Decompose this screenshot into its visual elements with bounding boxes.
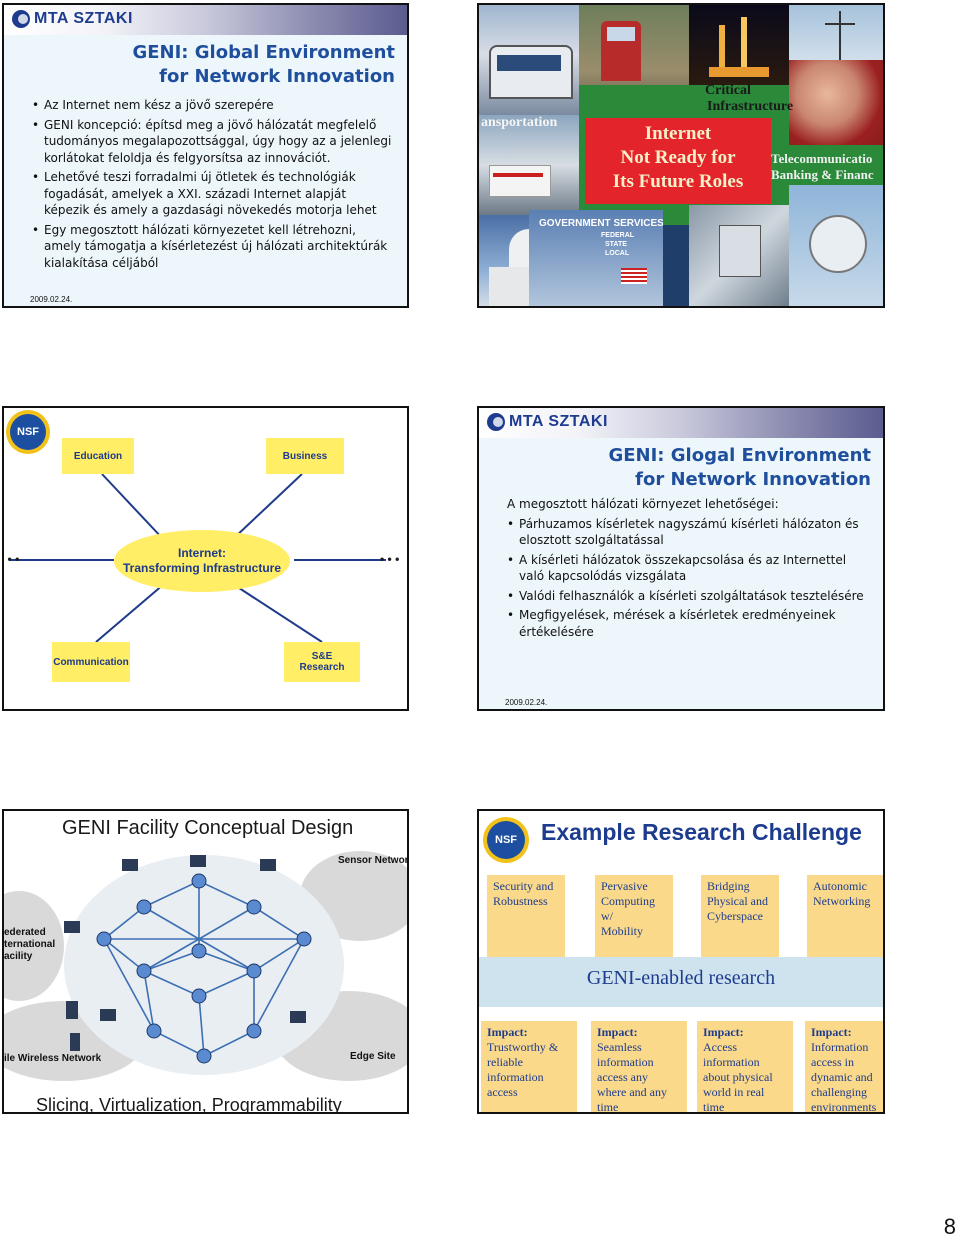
- slide-body: Az Internet nem kész a jövő szerepére GE…: [32, 97, 393, 274]
- satellite-dish-photo: [789, 185, 883, 306]
- refinery-night-photo: [689, 5, 789, 85]
- label-transportation: ansportation: [481, 115, 558, 130]
- connector-lines: [10, 473, 386, 643]
- us-flag-icon: [621, 268, 647, 284]
- label-banking: Banking & Financ: [771, 167, 874, 182]
- challenge-security: Security and Robustness: [487, 875, 565, 957]
- ambulance-photo: [479, 115, 579, 215]
- impact-bridging: Impact: Access information about physica…: [697, 1021, 793, 1112]
- challenge-autonomic: Autonomic Networking: [807, 875, 883, 957]
- slide-geni-facility: GENI Facility Conceptual Design: [2, 809, 409, 1114]
- bullet-item: A kísérleti hálózatok összekapcsolása és…: [507, 552, 869, 585]
- page-number: 8: [943, 1214, 956, 1239]
- facility-title: GENI Facility Conceptual Design: [62, 817, 354, 839]
- sztaki-emblem-icon: [12, 10, 30, 28]
- challenge-bridging: Bridging Physical and Cyberspace: [701, 875, 779, 957]
- impact-security: Impact: Trustworthy & reliable informati…: [481, 1021, 577, 1112]
- nsf-logo: NSF: [487, 821, 525, 859]
- node-business: Business: [266, 438, 344, 474]
- label-infrastructure: Infrastructure: [707, 99, 794, 114]
- label-telecommunications: Telecommunicatio: [771, 151, 873, 166]
- slide-header-bar: MTA SZTAKI: [4, 5, 407, 35]
- node-education: Education: [62, 438, 134, 474]
- label-international: ternational: [4, 939, 56, 950]
- label-edge-site: Edge Site: [350, 1051, 396, 1062]
- bullet-item: Párhuzamos kísérletek nagyszámú kísérlet…: [507, 516, 869, 549]
- bullet-item: Az Internet nem kész a jövő szerepére: [32, 97, 393, 114]
- internet-not-ready-banner: Internet Not Ready for Its Future Roles: [585, 118, 771, 204]
- impact-pervasive: Impact: Seamless information access any …: [591, 1021, 687, 1112]
- node-se-research: S&E Research: [284, 642, 360, 682]
- slide-research-challenges: NSF Example Research Challenge Security …: [477, 809, 885, 1114]
- label-federated: ederated: [4, 927, 46, 938]
- label-critical: Critical: [705, 83, 751, 98]
- bullet-item: Lehetővé teszi forradalmi új ötletek és …: [32, 169, 393, 219]
- mta-sztaki-logo: MTA SZTAKI: [487, 413, 608, 431]
- government-services-photo: GOVERNMENT SERVICES FEDERAL STATE LOCAL: [529, 210, 663, 306]
- network-mesh: [64, 855, 312, 1064]
- label-sensor-network: Sensor Networ: [338, 855, 409, 866]
- facility-footer: Slicing, Virtualization, Programmability: [36, 1095, 342, 1114]
- label-wireless-network: ile Wireless Network: [4, 1053, 102, 1064]
- label-federal: FEDERAL: [601, 232, 635, 239]
- slide-geni-possibilities: MTA SZTAKI GENI: Glogal Environment for …: [477, 406, 885, 711]
- train-photo: [479, 5, 579, 115]
- slide-internet-transforming: NSF • • • • • • Education Business Commu…: [2, 406, 409, 711]
- nsf-logo: NSF: [10, 414, 46, 450]
- slide-title: GENI: Global Environment for Network Inn…: [132, 42, 395, 87]
- atm-photo: [689, 205, 789, 306]
- label-facility: acility: [4, 951, 33, 962]
- slide-geni-overview: MTA SZTAKI GENI: Global Environment for …: [2, 3, 409, 308]
- geni-enabled-band: GENI-enabled research: [479, 957, 883, 1007]
- bullet-item: Megfigyelések, mérések a kísérletek ered…: [507, 607, 869, 640]
- node-communication: Communication: [52, 642, 130, 682]
- mta-sztaki-logo: MTA SZTAKI: [12, 10, 133, 28]
- slide-date: 2009.02.24.: [30, 295, 73, 304]
- slide-body: A megosztott hálózati környezet lehetősé…: [507, 496, 869, 643]
- research-challenges-title: Example Research Challenge: [541, 819, 862, 845]
- slide-title: GENI: Glogal Environment for Network Inn…: [608, 445, 871, 490]
- intro-text: A megosztott hálózati környezet lehetősé…: [507, 497, 779, 511]
- bullet-item: GENI koncepció: építsd meg a jövő hálóza…: [32, 117, 393, 167]
- slide-internet-not-ready: ansportation Critical Infrastructure Tel…: [477, 3, 885, 308]
- slide-header-bar: MTA SZTAKI: [479, 408, 883, 438]
- impact-autonomic: Impact: Information access in dynamic an…: [805, 1021, 883, 1112]
- sztaki-emblem-icon: [487, 413, 505, 431]
- label-state: STATE: [605, 241, 627, 248]
- label-local: LOCAL: [605, 250, 630, 257]
- woman-photo: [789, 60, 883, 145]
- bullet-item: Valódi felhasználók a kísérleti szolgált…: [507, 588, 869, 605]
- slide-date: 2009.02.24.: [505, 698, 548, 707]
- bullet-item: Egy megosztott hálózati környezetet kell…: [32, 222, 393, 272]
- node-internet-center: Internet: Transforming Infrastructure: [114, 530, 290, 592]
- challenge-pervasive: Pervasive Computing w/ Mobility: [595, 875, 673, 957]
- ellipsis-right: • • •: [380, 552, 400, 566]
- backbone-cloud: [64, 855, 344, 1075]
- ellipsis-left: • • •: [4, 552, 20, 566]
- label-government-services: GOVERNMENT SERVICES: [539, 218, 663, 229]
